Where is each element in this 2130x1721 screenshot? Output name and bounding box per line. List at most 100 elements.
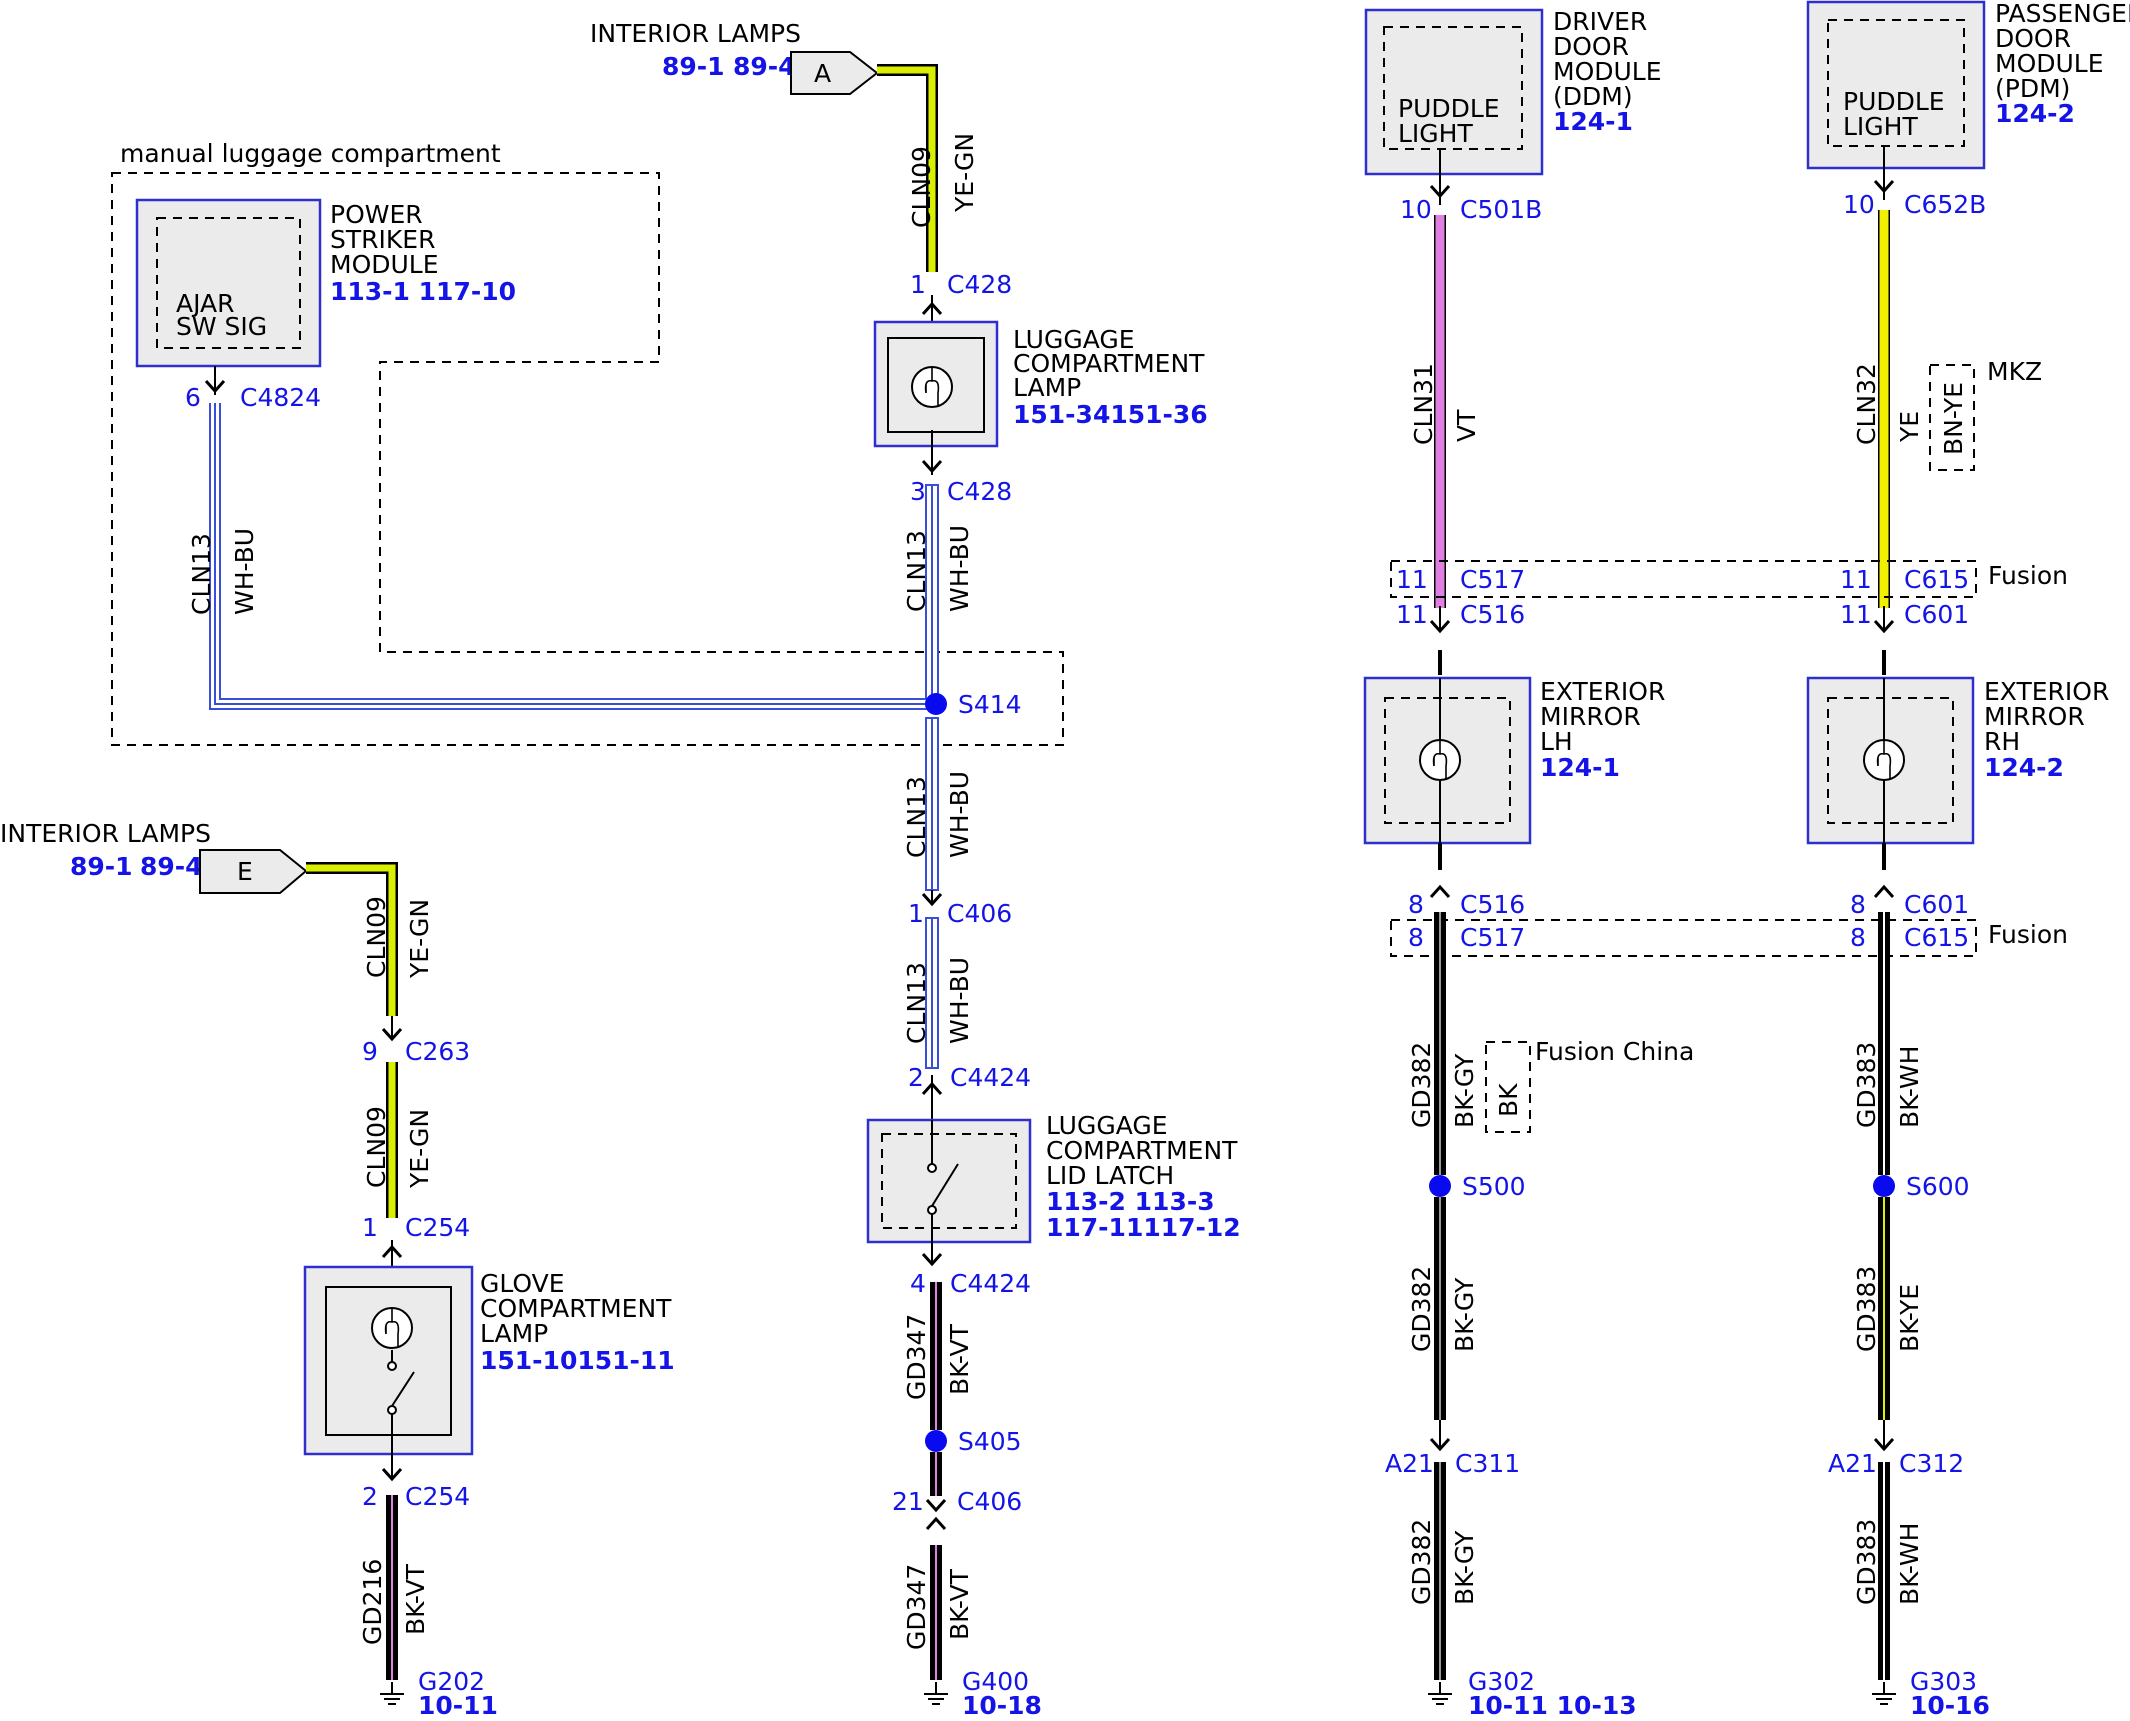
wire-label-w1: CLN09 YE-GN <box>907 133 979 228</box>
ground-g302-icon <box>1427 1681 1453 1705</box>
svg-text:VT: VT <box>1452 409 1481 442</box>
svg-text:YE-GN: YE-GN <box>405 1109 434 1189</box>
conn-c254-1: C254 <box>405 1213 470 1242</box>
lid-latch-ref1[interactable]: 113-2 113-3 <box>1046 1187 1215 1216</box>
wire-cln13-psm[interactable] <box>209 403 932 710</box>
fusion-band-1 <box>1390 560 1977 598</box>
conn-c601-11: C601 <box>1904 600 1969 629</box>
psm-ref[interactable]: 113-1 117-10 <box>330 277 516 306</box>
pin-c4824: 6 <box>185 383 201 412</box>
svg-text:(DDM): (DDM) <box>1553 82 1633 111</box>
ground-g202[interactable]: G202 <box>418 1667 485 1696</box>
splice-s414[interactable] <box>925 693 947 715</box>
ground-g302-ref[interactable]: 10-11 10-13 <box>1468 1691 1637 1720</box>
ground-g202-ref[interactable]: 10-11 <box>418 1691 498 1720</box>
mirror-lh-ref[interactable]: 124-1 <box>1540 753 1620 782</box>
splice-s405[interactable] <box>925 1430 947 1452</box>
pin-c428-1: 1 <box>910 270 926 299</box>
pdm-ref[interactable]: 124-2 <box>1995 99 2075 128</box>
pin-c406-1: 1 <box>908 899 924 928</box>
svg-text:EXTERIOR: EXTERIOR <box>1984 677 2109 706</box>
ground-g202-icon <box>379 1681 405 1705</box>
svg-text:RH: RH <box>1984 727 2020 756</box>
svg-text:MODULE: MODULE <box>330 250 439 279</box>
svg-text:GD216: GD216 <box>358 1559 387 1645</box>
lid-latch-ref2[interactable]: 117-11117-12 <box>1046 1213 1241 1242</box>
pin-c615-11: 11 <box>1840 565 1872 594</box>
driver-door-module-box[interactable] <box>1364 8 1544 176</box>
svg-text:CLN13: CLN13 <box>902 530 931 612</box>
svg-text:WH-BU: WH-BU <box>945 957 974 1044</box>
interior-lamps-e-ref2[interactable]: 89-4 <box>140 852 203 881</box>
passenger-door-module-box[interactable] <box>1806 0 1986 170</box>
conn-c254-2: C254 <box>405 1482 470 1511</box>
svg-text:LUGGAGE: LUGGAGE <box>1046 1111 1168 1140</box>
conn-c428-1: C428 <box>947 270 1012 299</box>
wire-label-w8: CLN09 YE-GN <box>362 896 434 979</box>
ground-g302[interactable]: G302 <box>1468 1667 1535 1696</box>
conn-c516-11: C516 <box>1460 600 1525 629</box>
pin-c254-1: 1 <box>362 1213 378 1242</box>
svg-text:LUGGAGE: LUGGAGE <box>1013 325 1135 354</box>
connector-tag-e[interactable] <box>199 849 308 894</box>
svg-text:YE-GN: YE-GN <box>950 133 979 213</box>
svg-text:GD383: GD383 <box>1852 1042 1881 1128</box>
conn-c428-3: C428 <box>947 477 1012 506</box>
luggage-lamp-ref[interactable]: 151-34151-36 <box>1013 400 1208 429</box>
power-striker-module-box[interactable] <box>135 198 322 368</box>
wire-label-w12: CLN32 YE <box>1852 363 1924 445</box>
interior-lamps-a-ref2[interactable]: 89-4 <box>733 52 796 81</box>
ddm-ref[interactable]: 124-1 <box>1553 107 1633 136</box>
interior-lamps-e-ref1[interactable]: 89-1 <box>70 852 133 881</box>
manual-luggage-region <box>111 172 1064 746</box>
ground-g303-ref[interactable]: 10-16 <box>1910 1691 1990 1720</box>
lid-latch-name: LUGGAGE COMPARTMENT LID LATCH <box>1046 1111 1238 1190</box>
svg-text:CLN09: CLN09 <box>362 1106 391 1188</box>
fusion-china-label: Fusion China <box>1535 1037 1694 1066</box>
conn-c311: C311 <box>1455 1449 1520 1478</box>
svg-text:BK-WH: BK-WH <box>1895 1523 1924 1605</box>
wire-label-w18: GD383 BK-WH <box>1852 1519 1924 1605</box>
conn-c615-8: C615 <box>1904 923 1969 952</box>
splice-s600[interactable] <box>1873 1175 1895 1197</box>
connector-tag-a[interactable] <box>790 51 879 95</box>
ddm-name: DRIVER DOOR MODULE (DDM) <box>1553 7 1662 111</box>
psm-inner-label: AJAR SW SIG <box>176 289 267 341</box>
pin-c311: A21 <box>1385 1449 1434 1478</box>
conn-c516-8: C516 <box>1460 890 1525 919</box>
svg-text:PUDDLE: PUDDLE <box>1843 87 1945 116</box>
pin-c406-21: 21 <box>892 1487 924 1516</box>
psm-name: POWER STRIKER MODULE <box>330 200 439 279</box>
ground-g303-icon <box>1871 1681 1897 1705</box>
pin-c601-8: 8 <box>1850 890 1866 919</box>
conn-c652b: C652B <box>1904 190 1986 219</box>
svg-text:COMPARTMENT: COMPARTMENT <box>480 1294 672 1323</box>
svg-text:GD382: GD382 <box>1407 1519 1436 1605</box>
conn-c615-11: C615 <box>1904 565 1969 594</box>
pin-c516-8: 8 <box>1408 890 1424 919</box>
svg-text:PASSENGER: PASSENGER <box>1995 0 2130 28</box>
glove-lamp-ref[interactable]: 151-10151-11 <box>480 1346 675 1375</box>
svg-text:MODULE: MODULE <box>1995 49 2104 78</box>
mkz-label: MKZ <box>1987 357 2042 386</box>
svg-text:(PDM): (PDM) <box>1995 74 2070 103</box>
splice-s414-label: S414 <box>958 690 1022 719</box>
svg-text:BK-VT: BK-VT <box>945 1568 974 1640</box>
conn-c4824: C4824 <box>240 383 321 412</box>
wire-label-w7: GD347 BK-VT <box>902 1564 974 1650</box>
svg-text:BK-WH: BK-WH <box>1895 1046 1924 1128</box>
conn-c263: C263 <box>405 1037 470 1066</box>
ground-g400[interactable]: G400 <box>962 1667 1029 1696</box>
svg-text:GD383: GD383 <box>1852 1519 1881 1605</box>
ground-g400-ref[interactable]: 10-18 <box>962 1691 1042 1720</box>
glove-lamp-name: GLOVE COMPARTMENT LAMP <box>480 1269 672 1348</box>
mirror-rh-ref[interactable]: 124-2 <box>1984 753 2064 782</box>
svg-text:LIGHT: LIGHT <box>1398 119 1473 148</box>
glove-compartment-lamp-box[interactable] <box>303 1265 474 1456</box>
interior-lamps-a-ref1[interactable]: 89-1 <box>662 52 725 81</box>
splice-s500[interactable] <box>1429 1175 1451 1197</box>
ground-g400-icon <box>923 1681 949 1705</box>
lid-latch-box[interactable] <box>866 1118 1032 1244</box>
svg-text:BK-GY: BK-GY <box>1450 1277 1479 1352</box>
ground-g303[interactable]: G303 <box>1910 1667 1977 1696</box>
